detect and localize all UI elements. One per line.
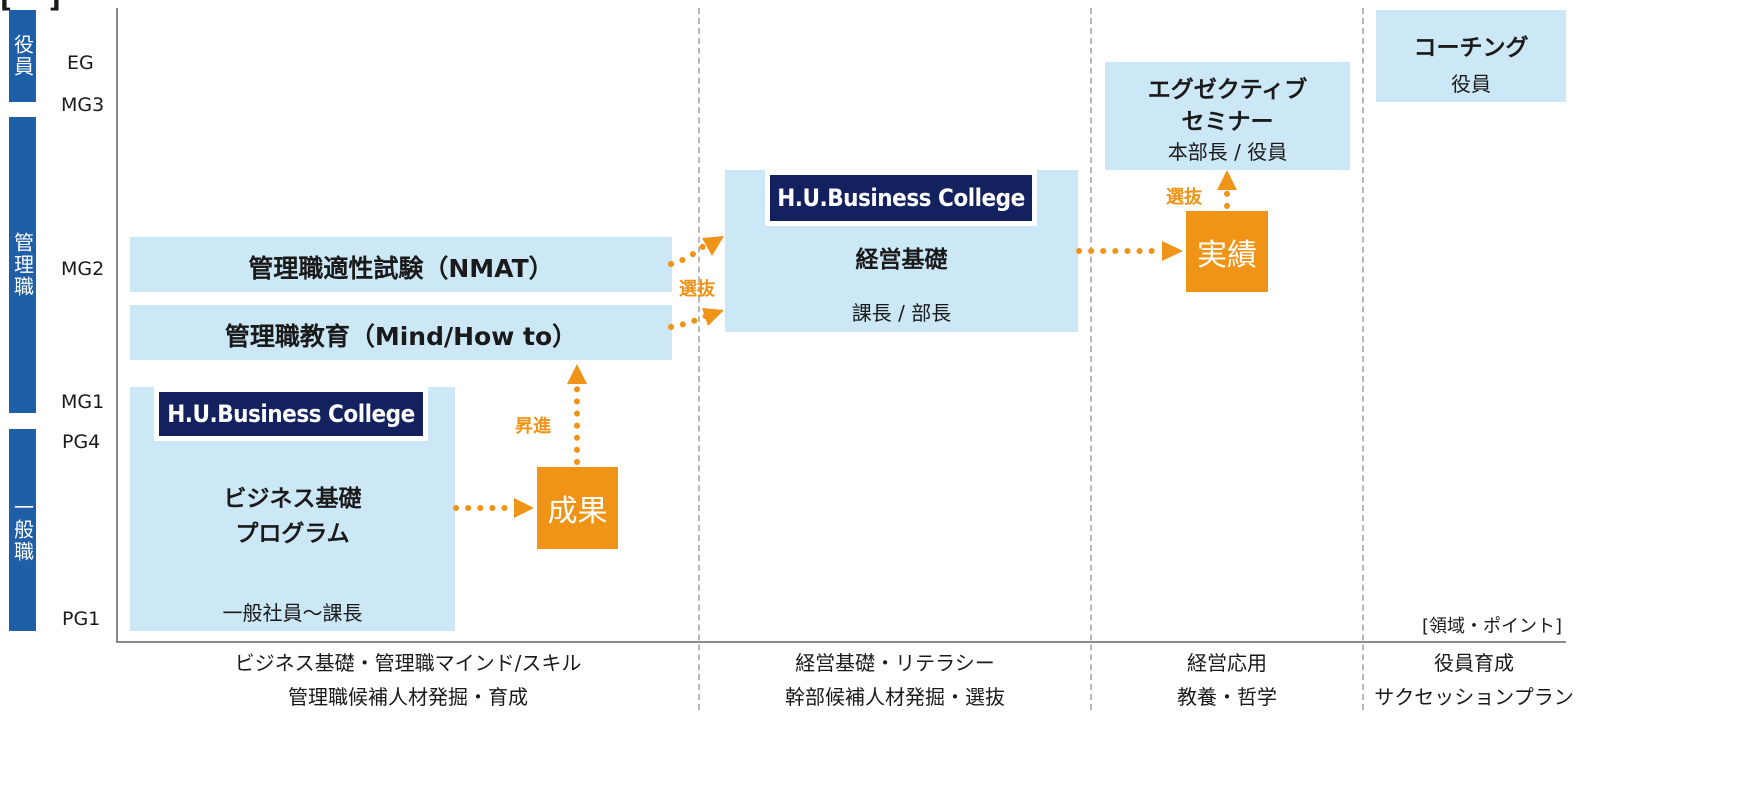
coaching-target: 役員 [1451, 72, 1491, 96]
nmat-title: 管理職適性試験（NMAT） [248, 254, 554, 283]
grade-mg1: MG1 [61, 391, 105, 413]
business-basics-target: 一般社員～課長 [222, 601, 363, 625]
business-college-badge: H.U.Business College [154, 387, 428, 441]
column-divider-2 [1090, 8, 1092, 710]
arrowhead-selection [1217, 170, 1237, 190]
footer-column-2-line2: 幹部候補人材発掘・選抜 [785, 685, 1005, 709]
coaching-box: コーチング 役員 [1376, 10, 1566, 102]
arrowhead-promotion [567, 364, 587, 384]
executive-seminar-box: エグゼクティブ セミナー 本部長 / 役員 [1105, 62, 1350, 170]
vertical-axis [116, 8, 118, 642]
selection-label-management: 選抜 [679, 279, 715, 300]
promotion-label: 昇進 [515, 416, 551, 437]
footer-column-1: ビジネス基礎・管理職マインド/スキル 管理職候補人材発掘・育成 [118, 646, 698, 714]
footer-column-2: 経営基礎・リテラシー 幹部候補人材発掘・選抜 [700, 646, 1090, 714]
footer-column-4-line2: サクセッションプラン [1374, 685, 1574, 709]
footer-column-4: 役員育成 サクセッションプラン [1364, 646, 1584, 714]
footer-column-3-line2: 教養・哲学 [1177, 685, 1277, 709]
management-college-badge: H.U.Business College [765, 170, 1037, 226]
arrow-mind-to-management [668, 313, 709, 330]
footer-column-3-line1: 経営応用 [1187, 651, 1267, 675]
mind-howto-box: 管理職教育（Mind/How to） [130, 305, 672, 360]
footer-column-2-line1: 経営基礎・リテラシー [795, 651, 995, 675]
results-box: 成果 [537, 467, 618, 549]
band-executive: 役員 [9, 10, 36, 102]
band-management: 管理職 [9, 117, 36, 413]
arrowhead-nmat [702, 236, 724, 256]
arrow-nmat-to-management [668, 241, 709, 267]
footer-column-3: 経営応用 教養・哲学 [1092, 646, 1362, 714]
management-basics-title: 経営基礎 [855, 247, 948, 273]
grade-pg1: PG1 [62, 608, 101, 630]
selection-label-executive: 選抜 [1166, 187, 1202, 208]
arrowhead-achievements [1162, 241, 1183, 261]
management-basics-box: H.U.Business College 経営基礎 課長 / 部長 [725, 170, 1078, 332]
executive-seminar-title-2: セミナー [1181, 109, 1274, 135]
executive-seminar-title-1: エグゼクティブ [1147, 77, 1308, 103]
footer-column-4-line1: 役員育成 [1434, 651, 1514, 675]
grade-eg: EG [67, 52, 94, 74]
coaching-title: コーチング [1413, 35, 1529, 61]
achievements-box: 実績 [1186, 211, 1268, 292]
footer-column-1-line2: 管理職候補人材発掘・育成 [288, 685, 528, 709]
arrowhead-mind [702, 308, 724, 326]
business-college-badge-text: H.U.Business College [159, 392, 423, 436]
grade-mg2: MG2 [61, 258, 105, 280]
business-basics-title-2: プログラム [235, 521, 350, 547]
nmat-box: 管理職適性試験（NMAT） [130, 237, 672, 292]
column-divider-3 [1362, 8, 1364, 710]
executive-seminar-target: 本部長 / 役員 [1167, 140, 1288, 164]
band-general: 一般職 [9, 429, 36, 631]
column-divider-1 [698, 8, 700, 710]
footer-column-1-line1: ビジネス基礎・管理職マインド/スキル [234, 651, 582, 675]
horizontal-axis [116, 641, 1566, 643]
management-basics-target: 課長 / 部長 [851, 301, 952, 325]
management-college-badge-text: H.U.Business College [770, 175, 1032, 221]
mind-howto-title: 管理職教育（Mind/How to） [224, 322, 578, 351]
business-basics-title-1: ビジネス基礎 [223, 486, 362, 512]
grade-mg3: MG3 [61, 94, 105, 116]
business-basics-box: H.U.Business College ビジネス基礎 プログラム 一般社員～課… [130, 387, 455, 631]
area-point-note: [領域・ポイント] [1422, 616, 1563, 637]
grade-pg4: PG4 [62, 431, 101, 453]
arrowhead-results [514, 498, 534, 518]
